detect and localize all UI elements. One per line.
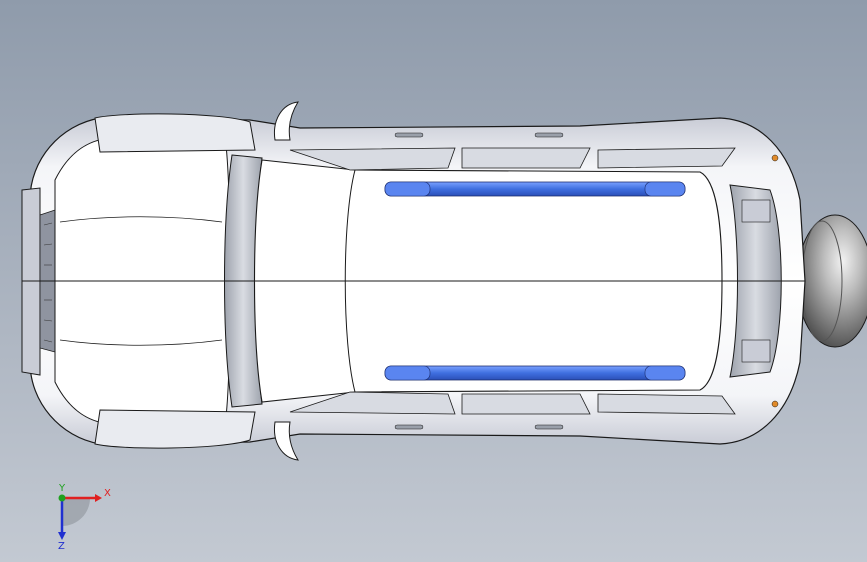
z-axis-head — [58, 532, 66, 540]
roof-rail-right — [384, 365, 686, 381]
door-handle — [534, 132, 564, 138]
spare-tire — [796, 214, 867, 348]
orientation-triad[interactable]: X Y Z — [40, 480, 120, 550]
front-right-fender — [94, 409, 256, 449]
roof-rail-left — [384, 181, 686, 197]
x-axis-label: X — [104, 488, 111, 499]
y-axis-label: Y — [58, 483, 66, 494]
x-axis-head — [95, 494, 102, 502]
y-axis-dot — [58, 494, 66, 502]
front-left-fender — [94, 113, 256, 153]
z-axis-label: Z — [58, 541, 65, 550]
door-handle — [534, 424, 564, 430]
side-windows-right — [289, 391, 736, 415]
taillight-right — [771, 400, 779, 408]
right-mirror — [273, 421, 299, 461]
door-handle — [394, 424, 424, 430]
left-mirror — [273, 101, 299, 141]
side-windows-left — [289, 147, 736, 171]
triad-plane — [62, 498, 90, 526]
door-handle — [394, 132, 424, 138]
taillight-left — [771, 154, 779, 162]
